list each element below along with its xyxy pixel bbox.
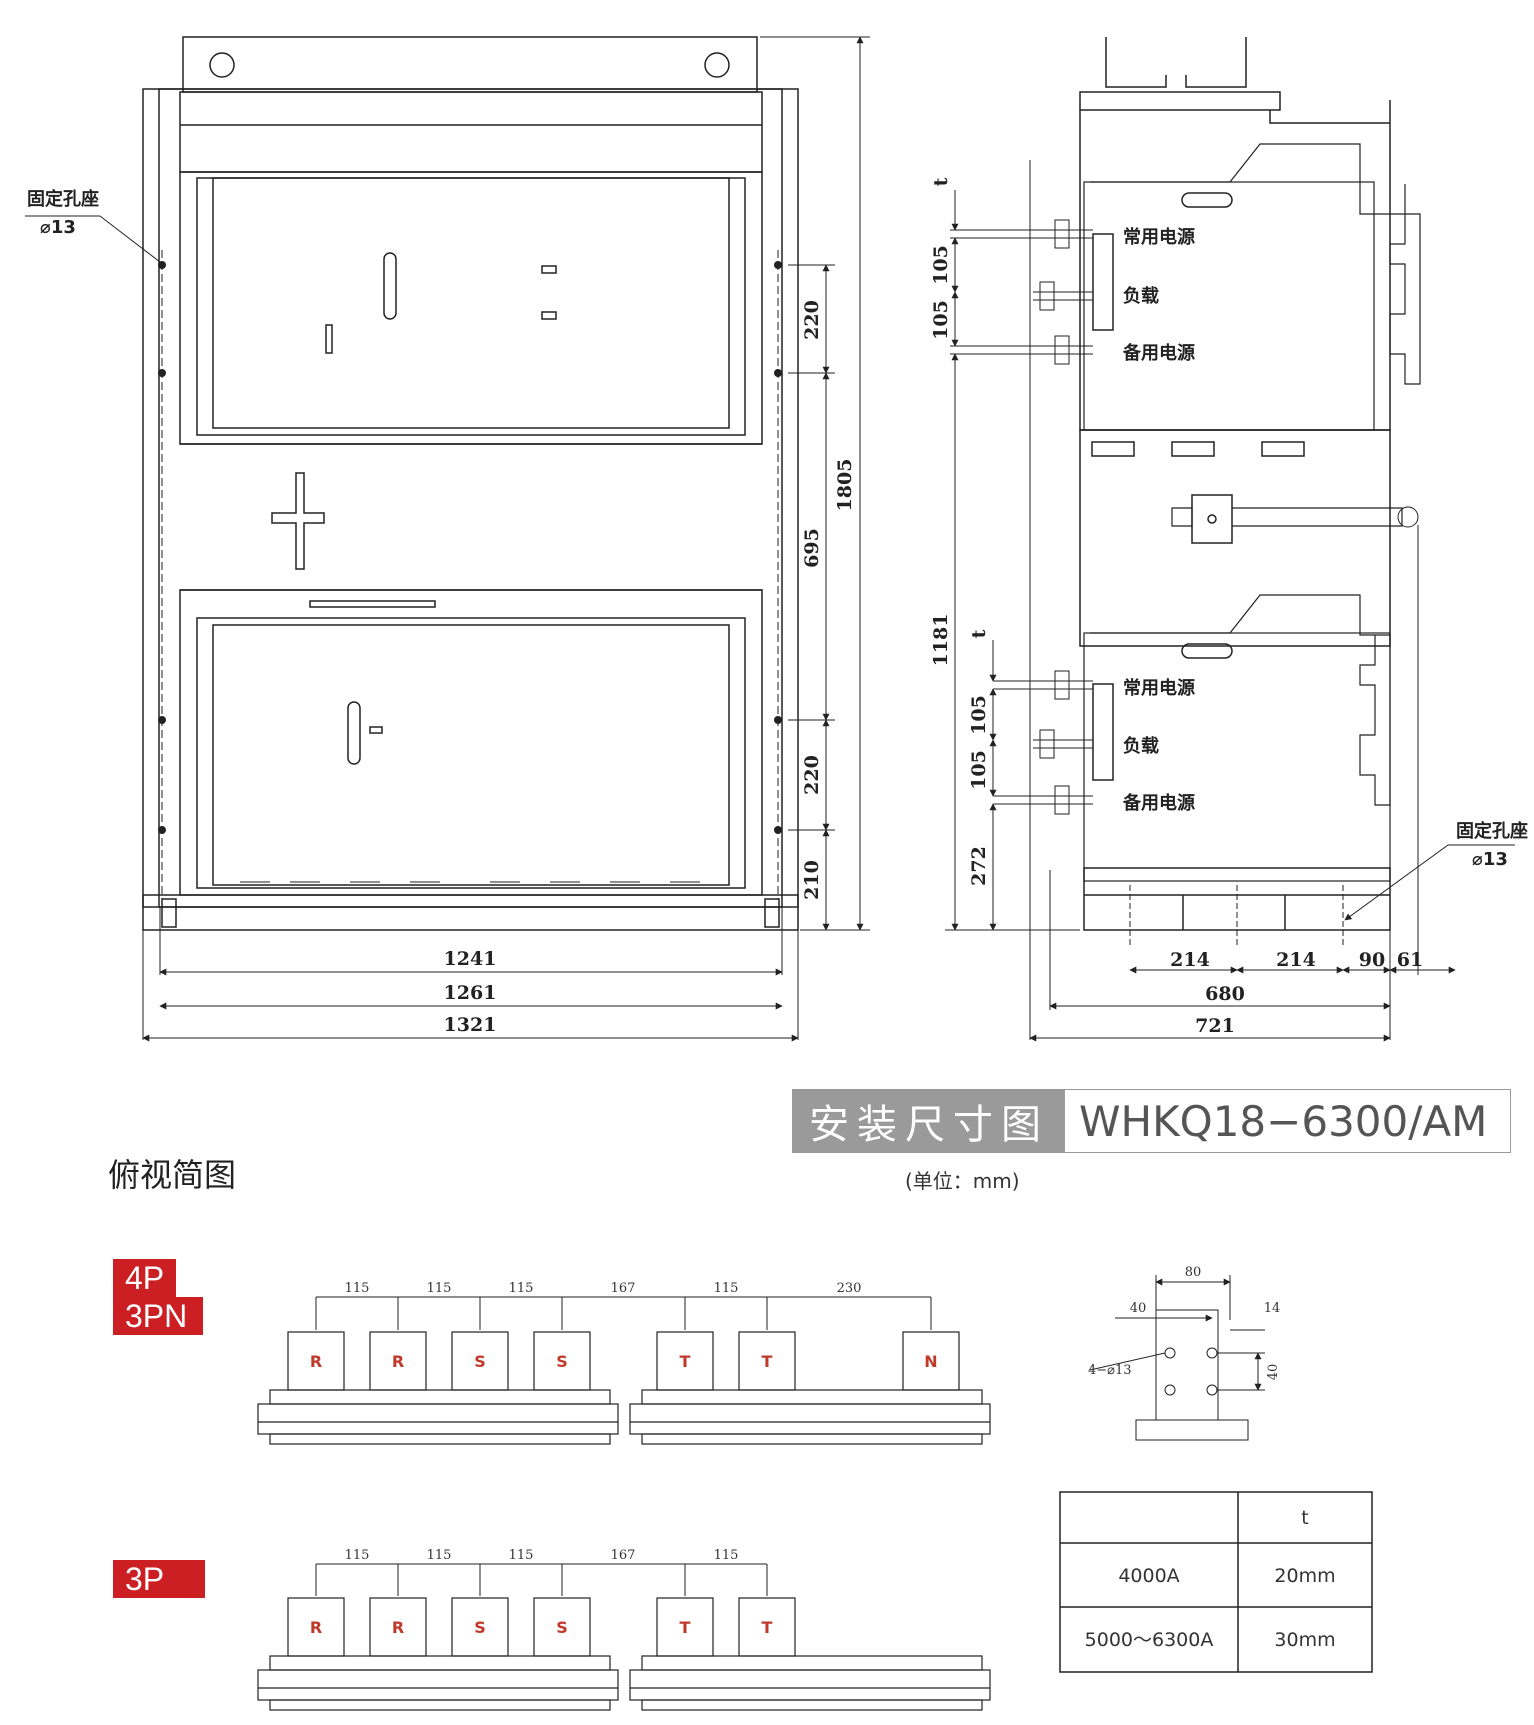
dim-1181: 1181 xyxy=(930,614,952,667)
busbar-4p-diagram xyxy=(257,1296,991,1445)
lower-load-label: 负载 xyxy=(1123,735,1159,757)
phase-label: T xyxy=(680,1618,691,1637)
side-mount-label: 固定孔座 xyxy=(1456,820,1528,842)
dim-105-d: 105 xyxy=(968,750,990,790)
phase-label: S xyxy=(556,1352,568,1371)
t-table xyxy=(1059,1491,1373,1673)
dim-90: 90 xyxy=(1359,949,1385,971)
badge-3p: 3P xyxy=(113,1560,205,1598)
phase-label: T xyxy=(680,1352,691,1371)
dim-1241: 1241 xyxy=(444,948,497,970)
busbar-3p-dim: 115 xyxy=(509,1548,534,1563)
t-table-cell: 20mm xyxy=(1274,1565,1335,1587)
badge-4p: 4P xyxy=(113,1259,177,1297)
terminal-dim-40: 40 xyxy=(1130,1301,1147,1316)
side-mount-dia: ⌀13 xyxy=(1472,849,1508,870)
lower-backup-power-label: 备用电源 xyxy=(1122,792,1195,814)
dim-1261: 1261 xyxy=(444,982,497,1004)
dim-105-b: 105 xyxy=(930,300,952,340)
dim-105-c: 105 xyxy=(968,695,990,735)
drawing-title: 安装尺寸图 xyxy=(793,1090,1065,1152)
front-mount-dia: ⌀13 xyxy=(40,217,76,238)
side-t-lower: t xyxy=(968,629,990,638)
dim-721: 721 xyxy=(1195,1015,1235,1037)
front-view xyxy=(25,36,870,1042)
mount-hole xyxy=(209,52,235,78)
t-table-cell: 30mm xyxy=(1274,1629,1335,1651)
dim-220-lower: 220 xyxy=(801,755,823,795)
dim-680: 680 xyxy=(1205,983,1245,1005)
terminal-detail xyxy=(1089,1275,1265,1441)
busbar-4p-dim: 115 xyxy=(345,1281,370,1296)
dim-220-upper: 220 xyxy=(801,300,823,340)
busbar-3p-dim: 115 xyxy=(345,1548,370,1563)
upper-backup-power-label: 备用电源 xyxy=(1122,342,1195,364)
dim-1805: 1805 xyxy=(834,459,856,512)
terminal-holes: 4−⌀13 xyxy=(1088,1363,1132,1378)
phase-label: R xyxy=(310,1618,322,1637)
dim-214-a: 214 xyxy=(1170,949,1210,971)
terminal-dim-h40: 40 xyxy=(1266,1364,1281,1381)
busbar-4p-dim: 230 xyxy=(837,1281,862,1296)
dim-695: 695 xyxy=(801,528,823,568)
title-block: 安装尺寸图 WHKQ18−6300/AM xyxy=(792,1089,1511,1153)
phase-label: T xyxy=(762,1618,773,1637)
t-table-cell: 4000A xyxy=(1118,1565,1179,1587)
dim-272: 272 xyxy=(968,846,990,886)
dim-210: 210 xyxy=(801,860,823,900)
dim-61: 61 xyxy=(1397,949,1423,971)
badge-3pn: 3PN xyxy=(113,1297,204,1335)
busbar-3p-diagram xyxy=(257,1563,991,1711)
phase-label: S xyxy=(474,1618,486,1637)
phase-label: S xyxy=(474,1352,486,1371)
upper-common-power-label: 常用电源 xyxy=(1123,226,1195,248)
upper-load-label: 负载 xyxy=(1123,285,1159,307)
busbar-4p-dim: 115 xyxy=(509,1281,534,1296)
phase-label: R xyxy=(310,1352,322,1371)
phase-label: S xyxy=(556,1618,568,1637)
phase-label: R xyxy=(392,1618,404,1637)
front-mount-label: 固定孔座 xyxy=(27,188,99,210)
busbar-3p-dim: 115 xyxy=(714,1548,739,1563)
lower-common-power-label: 常用电源 xyxy=(1123,677,1195,699)
terminal-dim-80: 80 xyxy=(1185,1265,1202,1280)
phase-label: N xyxy=(924,1352,937,1371)
model-number: WHKQ18−6300/AM xyxy=(1079,1096,1488,1146)
busbar-4p-dim: 115 xyxy=(714,1281,739,1296)
side-view xyxy=(945,37,1515,1042)
busbar-4p-dim: 167 xyxy=(611,1281,636,1296)
top-view-label: 俯视简图 xyxy=(108,1156,237,1194)
mount-hole xyxy=(704,52,730,78)
phase-label: T xyxy=(762,1352,773,1371)
dim-214-b: 214 xyxy=(1276,949,1316,971)
busbar-4p-dim: 115 xyxy=(427,1281,452,1296)
dim-1321: 1321 xyxy=(444,1014,497,1036)
unit-label: (单位：mm) xyxy=(905,1169,1020,1193)
t-table-cell: 5000～6300A xyxy=(1085,1629,1214,1651)
dim-105-a: 105 xyxy=(930,245,952,285)
t-table-header-t: t xyxy=(1301,1507,1308,1529)
busbar-3p-dim: 115 xyxy=(427,1548,452,1563)
terminal-dim-14: 14 xyxy=(1264,1301,1281,1316)
busbar-3p-dim: 167 xyxy=(611,1548,636,1563)
phase-label: R xyxy=(392,1352,404,1371)
side-t-upper: t xyxy=(930,177,952,186)
